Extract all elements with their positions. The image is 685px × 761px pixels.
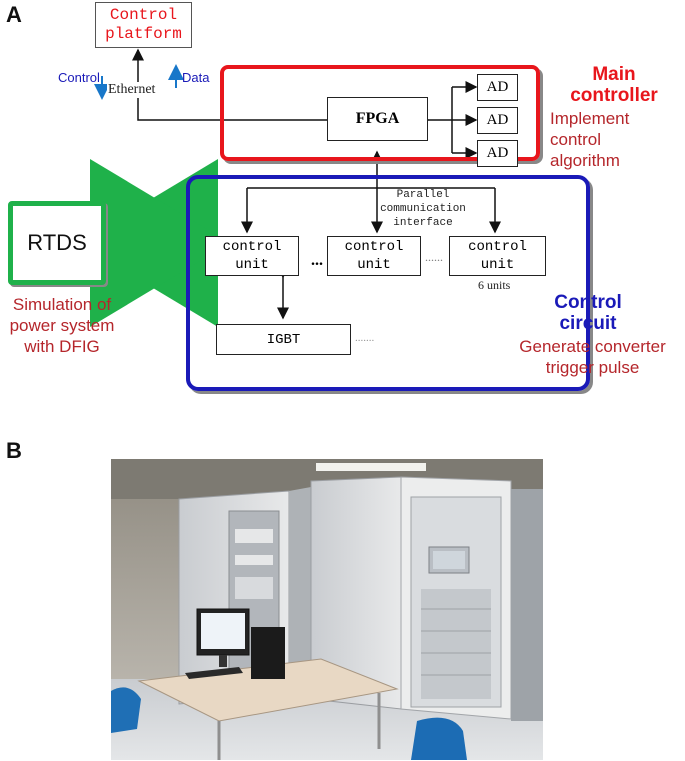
control-circuit-title-line1: Control xyxy=(554,292,622,313)
fpga-box: FPGA xyxy=(327,97,428,141)
lab-photo xyxy=(111,459,543,760)
control-unit-line1: control xyxy=(222,239,282,255)
units-ellipsis-2: ...... xyxy=(425,250,443,264)
control-platform-line1: Control xyxy=(109,6,178,24)
control-unit-line2: unit xyxy=(480,257,515,273)
control-circuit-desc: Generate converter trigger pulse xyxy=(500,336,685,378)
units-ellipsis-1: ... xyxy=(311,252,323,269)
fpga-label: FPGA xyxy=(355,110,400,127)
control-unit-line1: control xyxy=(344,239,404,255)
igbt-label: IGBT xyxy=(266,331,301,348)
rtds-label: RTDS xyxy=(27,230,87,255)
units-count-label: 6 units xyxy=(478,278,511,292)
parallel-interface-line3: interface xyxy=(393,217,453,229)
rtds-desc-line3: with DFIG xyxy=(24,337,100,356)
control-circuit-title: Control circuit xyxy=(548,292,628,334)
ad-label: AD xyxy=(486,79,509,95)
ad-label: AD xyxy=(486,145,509,161)
control-platform-box: Control platform xyxy=(95,2,192,48)
main-controller-title-line2: controller xyxy=(570,85,658,106)
control-unit-line2: unit xyxy=(235,257,269,273)
connector-lines xyxy=(78,48,501,327)
parallel-interface-line1: Parallel xyxy=(396,189,450,201)
parallel-interface-label: Parallel communication interface xyxy=(380,188,466,230)
main-controller-title: Main controller xyxy=(548,64,680,106)
ad-block-2: AD xyxy=(477,107,518,134)
control-circuit-desc-line1: Generate converter xyxy=(519,337,666,356)
control-arrow-label: Control xyxy=(58,70,100,85)
control-unit-3: control unit xyxy=(449,236,546,276)
ad-label: AD xyxy=(486,112,509,128)
ethernet-label: Ethernet xyxy=(107,82,157,98)
rtds-link-band xyxy=(112,236,194,250)
main-controller-desc-line2: control xyxy=(550,130,602,149)
igbt-trailing-dots: ....... xyxy=(355,332,375,344)
main-controller-desc-line1: Implement xyxy=(550,109,630,128)
rtds-desc-line2: power system xyxy=(9,316,115,335)
main-controller-title-line1: Main xyxy=(592,64,636,85)
panel-b-label: B xyxy=(6,438,22,463)
control-unit-2: control unit xyxy=(327,236,421,276)
panel-a-label: A xyxy=(6,2,22,27)
rtds-box: RTDS xyxy=(8,201,106,285)
control-platform-line2: platform xyxy=(105,25,182,43)
control-circuit-title-line2: circuit xyxy=(559,313,617,334)
control-unit-line1: control xyxy=(468,239,527,255)
control-unit-line2: unit xyxy=(357,257,391,273)
ethernet-line xyxy=(137,86,327,121)
rtds-desc: Simulation of power system with DFIG xyxy=(0,294,124,357)
rtds-desc-line1: Simulation of xyxy=(12,295,112,314)
data-arrow-label: Data xyxy=(182,70,210,85)
main-controller-desc: Implement control algorithm xyxy=(550,108,682,171)
control-circuit-desc-line2: trigger pulse xyxy=(545,358,640,377)
igbt-box: IGBT xyxy=(216,324,351,355)
parallel-interface-line2: communication xyxy=(380,203,466,215)
control-unit-1: control unit xyxy=(205,236,299,276)
ad-block-3: AD xyxy=(477,140,518,167)
ad-block-1: AD xyxy=(477,74,518,101)
main-controller-desc-line3: algorithm xyxy=(550,151,620,170)
